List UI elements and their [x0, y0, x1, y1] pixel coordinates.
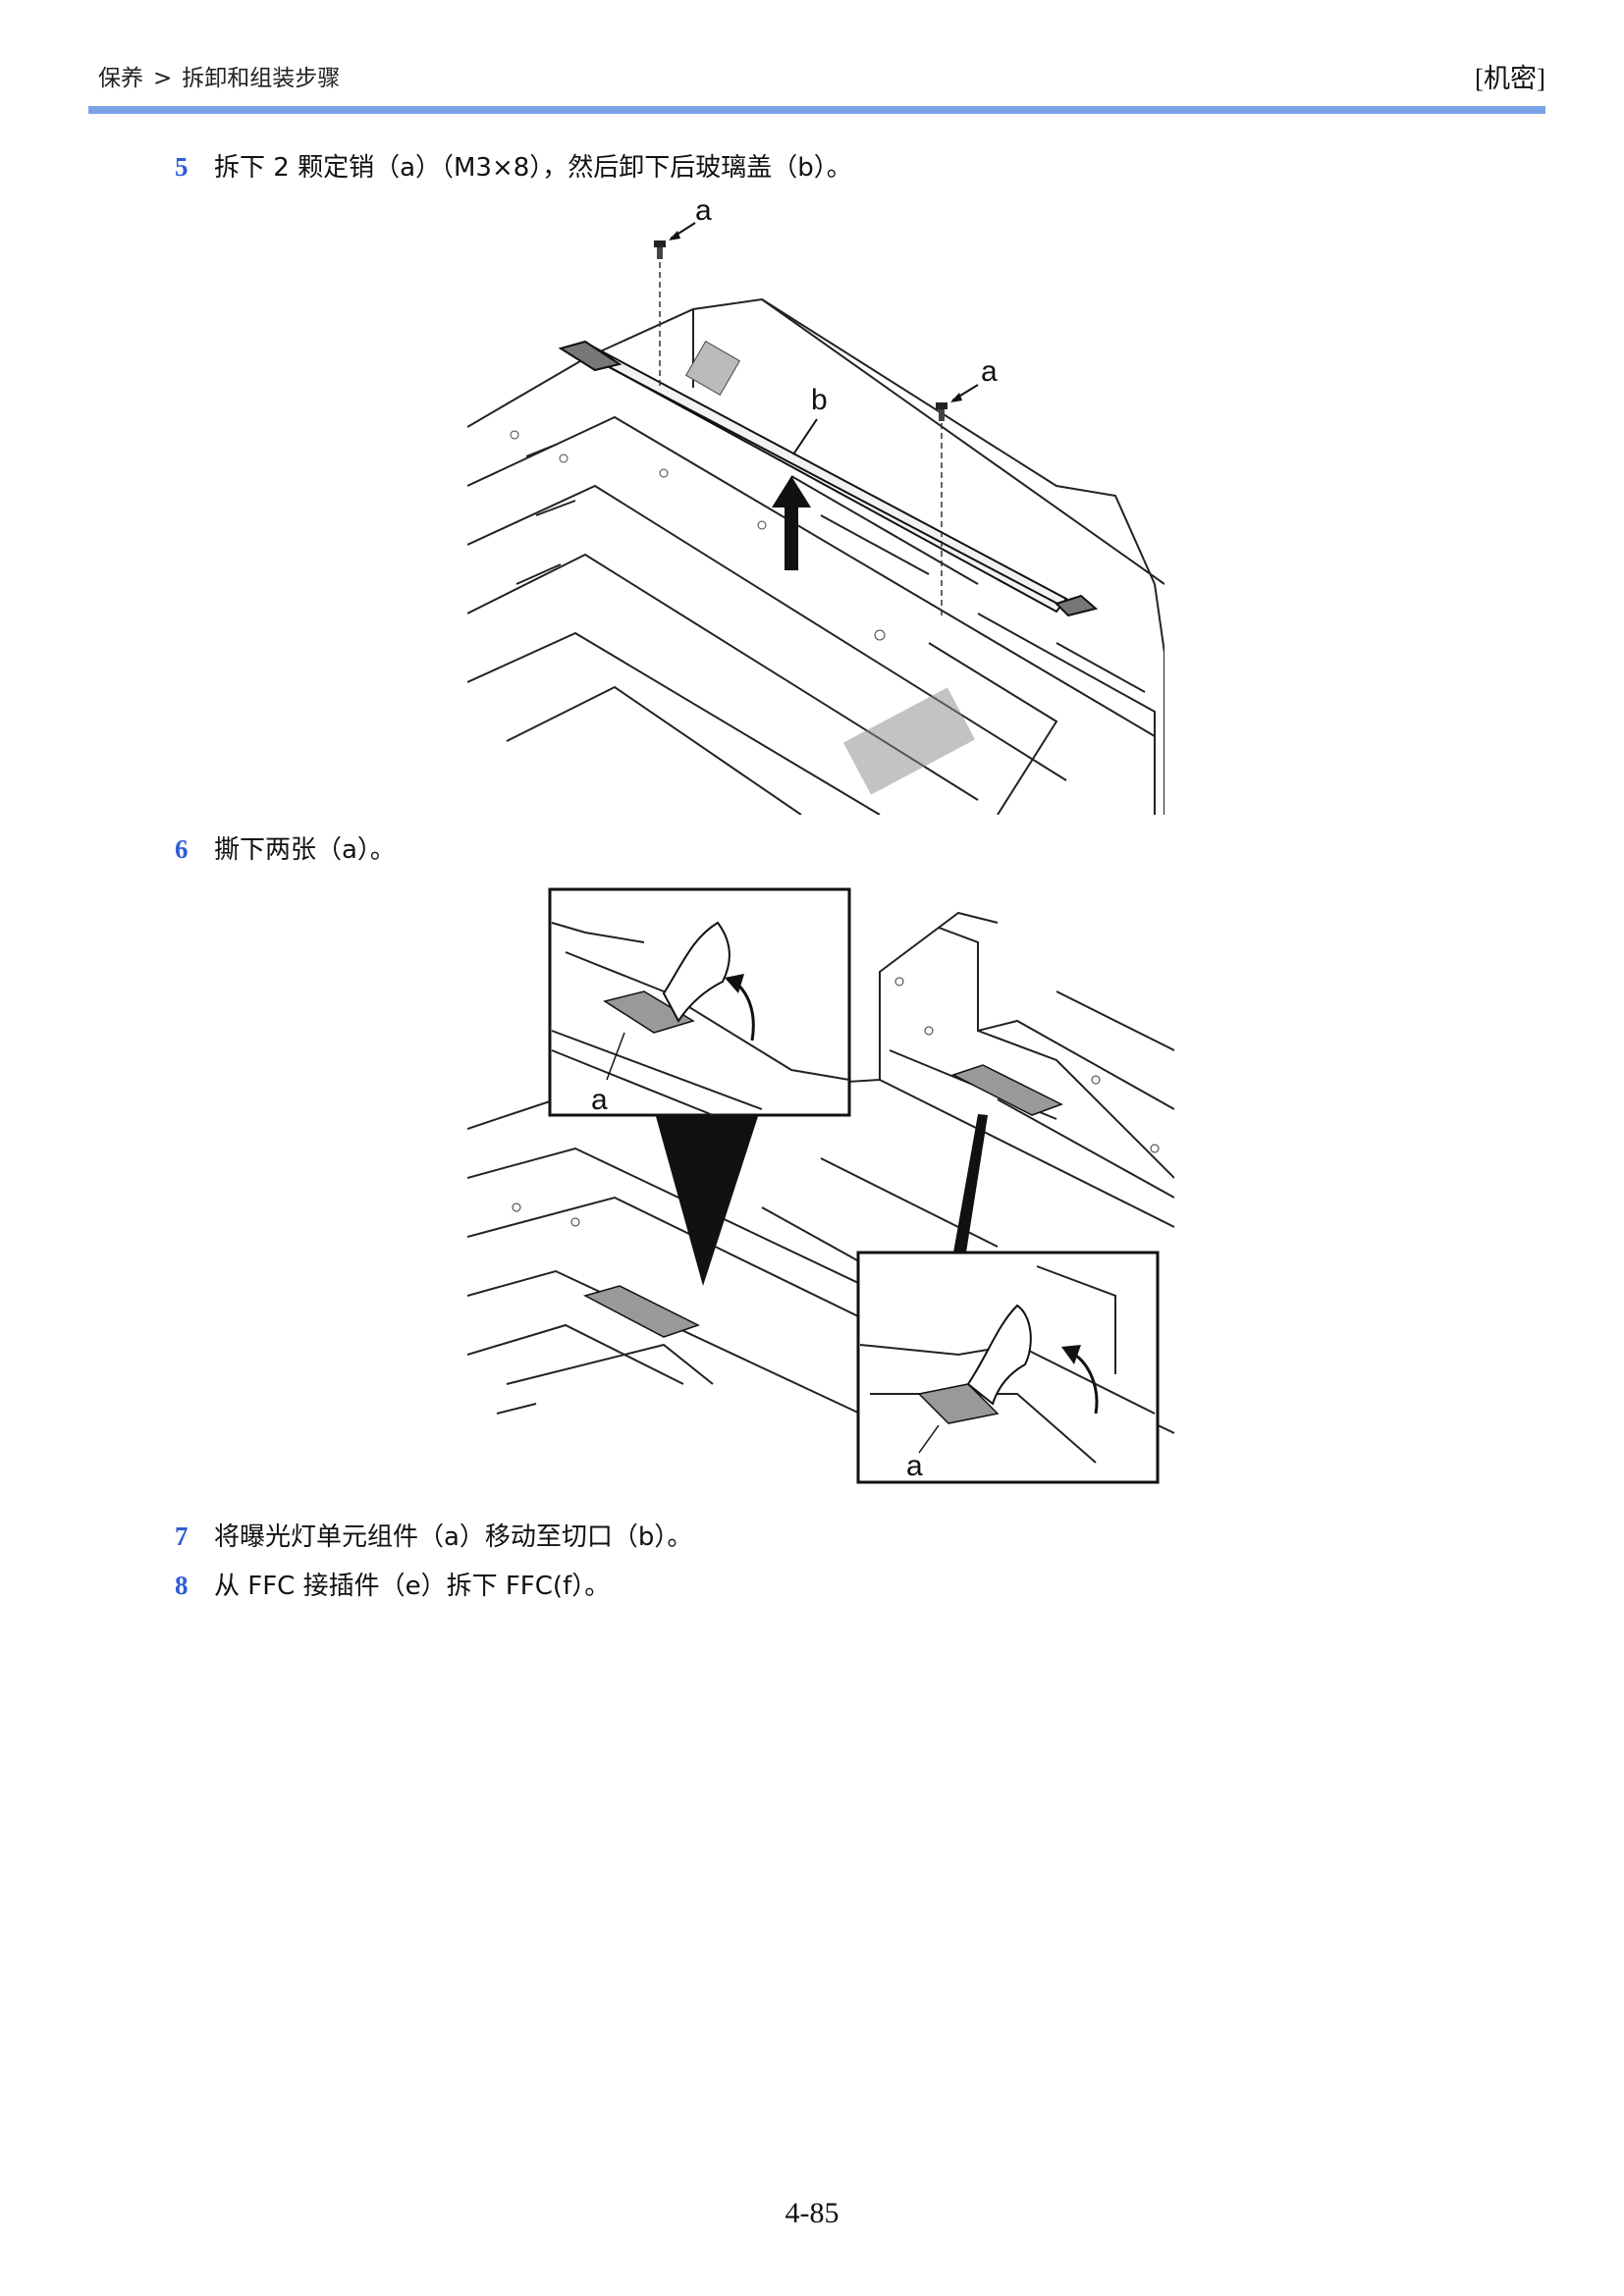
label-cover-b: b: [811, 384, 828, 416]
inset-detail-bottom: a: [856, 1251, 1160, 1484]
step-5: 5 拆下 2 颗定销（a）（M3×8），然后卸下后玻璃盖（b）。: [175, 147, 852, 184]
label-sheet-a: a: [906, 1450, 923, 1482]
label-screw-a: a: [981, 355, 998, 388]
step-6: 6 撕下两张（a）。: [175, 829, 396, 866]
breadcrumb: 保养 > 拆卸和组装步骤: [98, 59, 340, 92]
screw-icon: [654, 222, 696, 386]
breadcrumb-page[interactable]: 拆卸和组装步骤: [182, 66, 341, 91]
page-header: 保养 > 拆卸和组装步骤 [机密]: [88, 59, 1545, 110]
step-text: 拆下 2 颗定销（a）（M3×8），然后卸下后玻璃盖（b）。: [214, 153, 852, 183]
breadcrumb-section[interactable]: 保养: [98, 66, 143, 91]
header-rule: [88, 106, 1545, 114]
label-sheet-a: a: [591, 1084, 608, 1116]
step-number: 6: [175, 834, 189, 864]
arrow-up-icon: [772, 476, 811, 570]
screw-icon: [936, 384, 979, 615]
inset-detail-top: a: [548, 887, 851, 1117]
step-number: 5: [175, 152, 189, 182]
step-7: 7 将曝光灯单元组件（a）移动至切口（b）。: [175, 1517, 692, 1553]
figure-1-illustration: a a b: [467, 194, 1164, 815]
breadcrumb-separator: >: [153, 66, 173, 91]
page-number: 4-85: [785, 2197, 839, 2229]
step-text: 从 FFC 接插件（e）拆下 FFC(f）。: [214, 1572, 611, 1601]
classification-label: [机密]: [1475, 64, 1545, 93]
label-screw-a: a: [695, 194, 712, 227]
step-number: 8: [175, 1571, 189, 1600]
step-text: 将曝光灯单元组件（a）移动至切口（b）。: [214, 1522, 693, 1552]
step-8: 8 从 FFC 接插件（e）拆下 FFC(f）。: [175, 1566, 610, 1602]
figure-peel-sheets: a a: [467, 883, 1174, 1502]
sheet-a: [951, 1064, 1063, 1116]
figure-remove-glass-cover: a a b: [467, 191, 1164, 815]
sheet-a: [582, 1285, 700, 1338]
step-text: 撕下两张（a）。: [214, 835, 396, 865]
figure-2-illustration: a a: [467, 887, 1174, 1484]
step-number: 7: [175, 1522, 189, 1551]
